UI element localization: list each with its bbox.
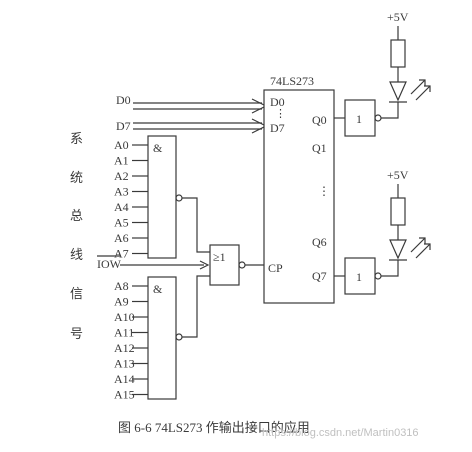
address-label: A2 <box>114 169 129 183</box>
chip-pin-dots: ⋮ <box>275 108 286 120</box>
led-bottom-icon <box>389 237 431 261</box>
bus-d7-label: D7 <box>116 119 131 133</box>
address-label: A13 <box>114 357 135 371</box>
led-top-icon <box>389 79 431 103</box>
and-gate-bottom-symbol: & <box>153 282 163 296</box>
chip-pin-q0: Q0 <box>312 113 327 127</box>
chip-pin-q7: Q7 <box>312 269 327 283</box>
address-label: A6 <box>114 231 129 245</box>
chip-74ls273: 74LS273 D0 ⋮ D7 Q0 Q1 ⋮ Q6 Q7 CP <box>263 74 335 304</box>
output-stage-bottom: 1 +5V <box>334 168 431 295</box>
figure-caption: 图 6-6 74LS273 作输出接口的应用 <box>118 420 310 435</box>
address-label: A4 <box>114 200 129 214</box>
side-char-3: 总 <box>70 208 83 223</box>
address-label: A7 <box>114 247 129 261</box>
and-to-or-wires <box>182 197 210 338</box>
chip-pin-d7: D7 <box>270 121 285 135</box>
data-bus-arrows <box>133 98 268 134</box>
side-char-2: 统 <box>70 170 83 185</box>
address-label: A12 <box>114 341 135 355</box>
power-bottom-label: +5V <box>387 168 409 182</box>
or-gate: ≥1 <box>209 244 264 286</box>
or-gate-symbol: ≥1 <box>213 250 226 264</box>
address-label: A8 <box>114 279 129 293</box>
chip-pin-d0: D0 <box>270 95 285 109</box>
buffer-top-symbol: 1 <box>356 112 362 126</box>
iow-label: IOW <box>97 257 122 271</box>
address-label: A0 <box>114 138 129 152</box>
address-label: A10 <box>114 310 135 324</box>
address-label: A9 <box>114 295 129 309</box>
side-char-5: 信 <box>70 286 83 301</box>
output-stage-top: 1 +5V <box>334 10 431 137</box>
address-label: A11 <box>114 326 134 340</box>
chip-pin-qdots: ⋮ <box>318 184 330 198</box>
side-char-1: 系 <box>70 131 83 146</box>
bus-d0-label: D0 <box>116 93 131 107</box>
address-label: A3 <box>114 185 129 199</box>
chip-pin-cp: CP <box>268 261 283 275</box>
and-gate-top-symbol: & <box>153 141 163 155</box>
chip-pin-q1: Q1 <box>312 141 327 155</box>
address-label: A14 <box>114 372 135 386</box>
and-gate-top: & <box>147 135 183 259</box>
system-bus-signal-label: 系 统 总 线 信 号 <box>70 131 83 341</box>
resistor-bottom <box>390 197 406 226</box>
address-label: A1 <box>114 154 129 168</box>
power-top-label: +5V <box>387 10 409 24</box>
address-label: A5 <box>114 216 129 230</box>
resistor-top <box>390 39 406 68</box>
address-label: A15 <box>114 388 135 402</box>
watermark-text: https://blog.csdn.net/Martin0316 <box>262 427 419 439</box>
chip-pin-q6: Q6 <box>312 235 327 249</box>
side-char-6: 号 <box>70 326 83 341</box>
and-gate-bottom: & <box>147 276 183 400</box>
iow-wire <box>120 260 210 270</box>
chip-title: 74LS273 <box>270 74 314 88</box>
buffer-bottom-symbol: 1 <box>356 270 362 284</box>
side-char-4: 线 <box>70 247 83 262</box>
